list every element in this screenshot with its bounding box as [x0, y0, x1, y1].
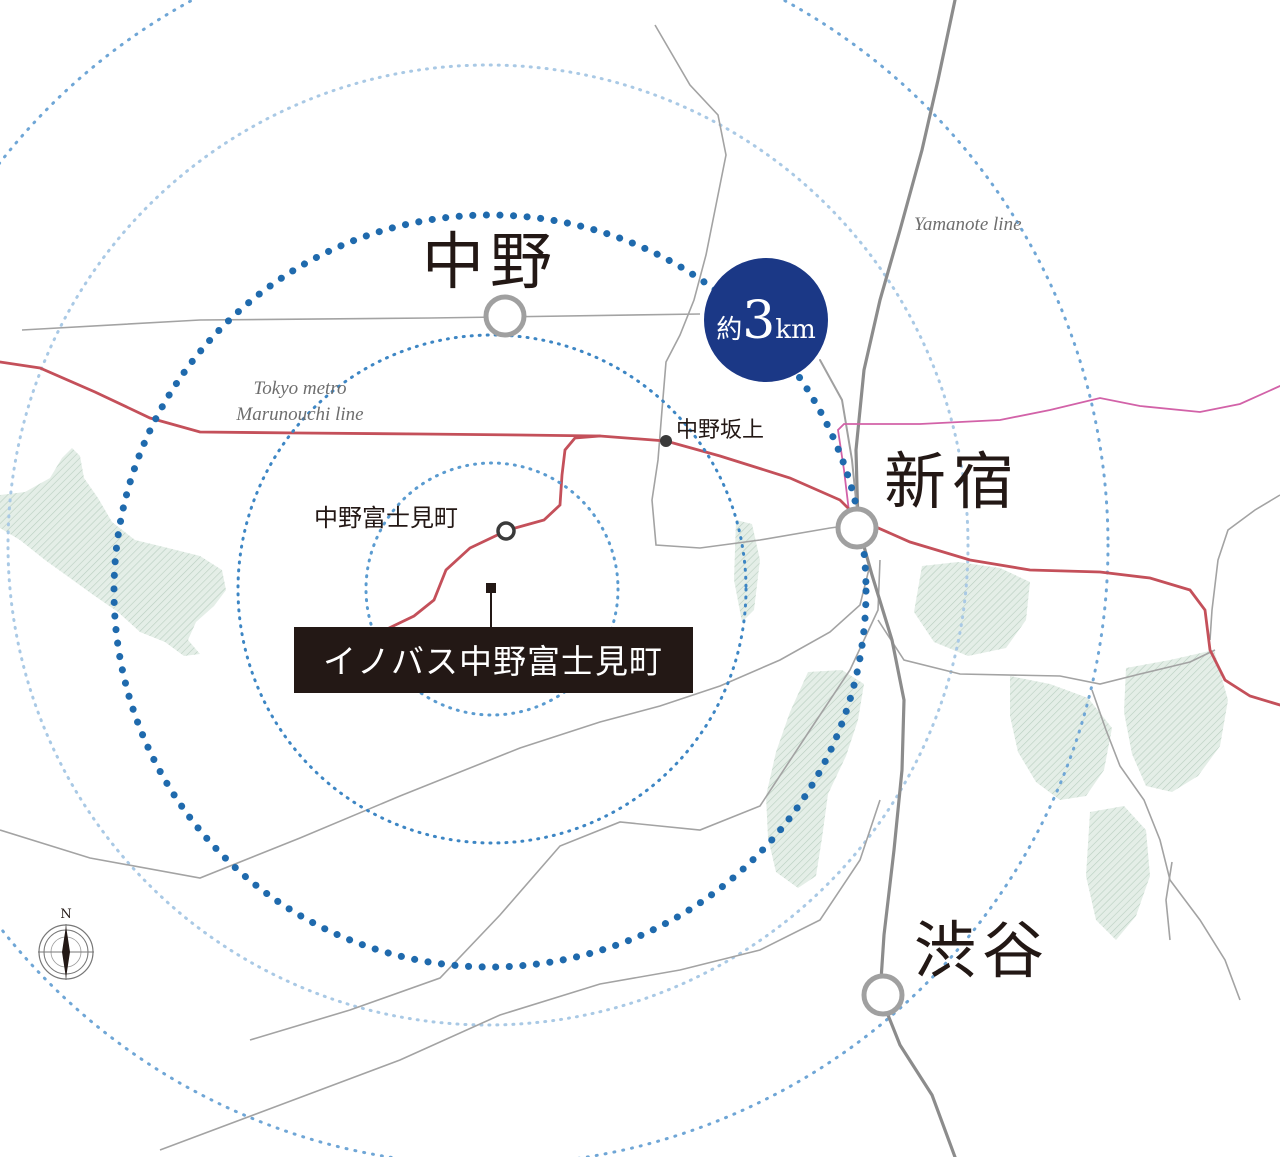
distance-badge-unit: km	[775, 315, 815, 345]
distance-badge-prefix: 約	[716, 315, 742, 345]
property-label: イノバス中野富士見町	[323, 642, 663, 681]
compass-icon: N	[38, 907, 94, 980]
marunouchi-label-line1: Tokyo metro	[253, 378, 346, 399]
station-label-nakano-fujimicho: 中野富士見町	[314, 504, 458, 532]
marunouchi-branch	[364, 434, 602, 638]
ring-4km	[6, 63, 970, 1027]
station-marker-nakano-sakaue	[660, 435, 672, 447]
ring-3km	[110, 211, 870, 971]
distance-badge-text: 約3km	[716, 291, 816, 351]
distance-badge-number: 3	[742, 291, 775, 351]
roads	[0, 24, 1280, 1151]
station-label-shinjuku: 新宿	[884, 445, 1020, 518]
distance-rings-outer	[0, 0, 1110, 1157]
park-shinjuku-gyoen	[914, 562, 1030, 656]
station-marker-shinjuku	[835, 506, 879, 550]
park-zenpukuji-river	[0, 448, 226, 656]
property-label-box	[294, 627, 693, 693]
marunouchi-main	[0, 360, 1280, 707]
park-akasaka	[1124, 650, 1228, 792]
chuo-line	[819, 359, 859, 521]
property-pin	[486, 583, 496, 593]
station-marker-nakano-fujimicho	[496, 521, 516, 541]
property-marker: イノバス中野富士見町	[294, 583, 693, 693]
yamanote-line-label: Yamanote line	[914, 214, 1022, 235]
distance-rings-inner	[110, 211, 870, 971]
station-label-shibuya: 渋谷	[914, 914, 1050, 987]
station-marker-shibuya	[861, 973, 905, 1017]
park-yoyogi	[766, 670, 864, 888]
station-label-nakano-sakaue: 中野坂上	[676, 418, 764, 443]
marunouchi-label-line2: Marunouchi line	[235, 404, 363, 425]
park-aoyama	[1086, 806, 1150, 940]
ring-5km	[0, 0, 1110, 1157]
compass-north-label: N	[60, 907, 71, 922]
distance-badge-circle	[704, 258, 828, 382]
park-areas	[0, 448, 1228, 940]
park-small-strip	[734, 520, 760, 622]
ring-1km	[364, 461, 620, 717]
ring-2km	[236, 333, 748, 845]
distance-badge: 約3km	[704, 258, 828, 382]
branch-line-pink	[837, 385, 1280, 521]
station-label-nakano: 中野	[422, 225, 558, 298]
station-markers	[483, 294, 905, 1017]
station-marker-nakano	[483, 294, 527, 338]
